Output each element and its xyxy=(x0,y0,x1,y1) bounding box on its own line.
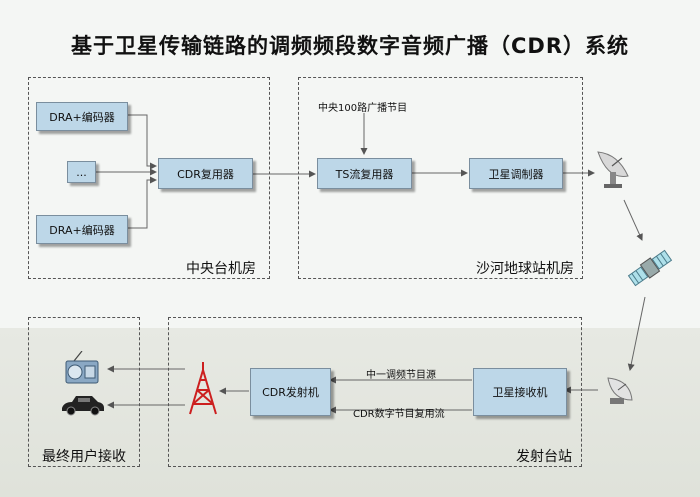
satellite-modulator: 卫星调制器 xyxy=(469,158,563,189)
label-single-source: 中一调频节目源 xyxy=(366,370,436,381)
zone-label-central: 中央台机房 xyxy=(186,261,256,277)
satellite-receiver: 卫星接收机 xyxy=(473,368,567,416)
receive-dish-icon xyxy=(607,377,633,404)
zone-label-user: 最终用户接收 xyxy=(42,449,126,465)
cdr-transmitter: CDR发射机 xyxy=(250,368,331,416)
label-cdr-stream: CDR数字节目复用流 xyxy=(353,409,445,420)
zone-central xyxy=(28,77,270,279)
tower-icon xyxy=(189,362,217,415)
radio-icon xyxy=(65,351,99,384)
page-title: 基于卫星传输链路的调频频段数字音频广播（CDR）系统 xyxy=(70,34,629,58)
dra-encoder-2: DRA+编码器 xyxy=(36,215,128,244)
dra-encoder-1: DRA+编码器 xyxy=(36,102,128,131)
zone-shahe xyxy=(298,77,583,279)
ts-multiplexer: TS流复用器 xyxy=(317,158,412,189)
satellite-dish-icon xyxy=(597,151,629,188)
car-icon xyxy=(62,396,104,416)
ellipsis-box: ... xyxy=(67,161,96,183)
cdr-multiplexer: CDR复用器 xyxy=(158,158,253,189)
zone-user xyxy=(28,317,140,467)
zone-label-shahe: 沙河地球站机房 xyxy=(476,261,574,277)
zone-transmit xyxy=(168,317,582,467)
satellite-icon xyxy=(627,249,673,287)
zone-label-transmit: 发射台站 xyxy=(516,449,572,465)
label-central-100: 中央100路广播节目 xyxy=(318,103,408,114)
